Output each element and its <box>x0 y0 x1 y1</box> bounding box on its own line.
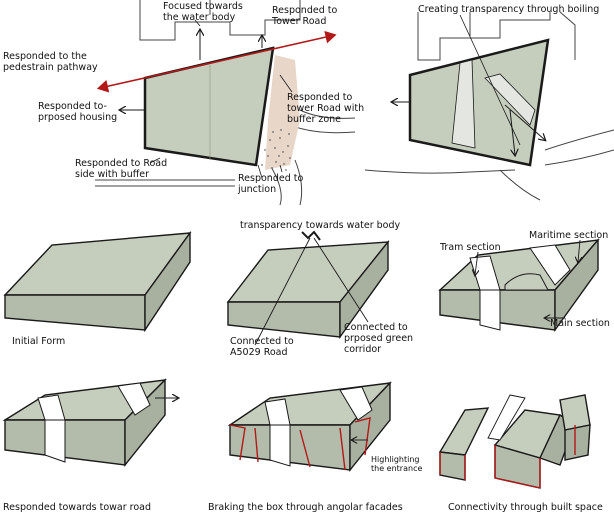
label-line: Focused towards <box>163 1 243 12</box>
site-footprint <box>143 46 275 167</box>
label-line: the entrance <box>371 464 422 473</box>
caption-fifth: Braking the box through angolar facades <box>208 502 403 513</box>
caption-fourth: Responded towards towar road <box>3 502 151 513</box>
void-slot <box>451 59 476 149</box>
label-line: Responded to Road <box>75 158 167 169</box>
label-maritime: Maritime section <box>529 230 608 241</box>
label-transparency: transparency towards water body <box>240 220 401 231</box>
label-line: tower Road with <box>287 103 364 114</box>
label-line: prposed green <box>344 333 413 344</box>
tower-road-axis <box>96 30 337 93</box>
label-line: Tower Road <box>271 16 326 27</box>
connection-edges <box>439 425 576 489</box>
void-diagonal <box>484 73 536 126</box>
label-tram: Tram section <box>439 242 501 253</box>
label-main: Main section <box>550 318 610 329</box>
label-line: prposed housing <box>38 112 117 123</box>
label-line: pedestrain pathway <box>3 62 98 73</box>
label-line: Responded to the <box>3 51 87 62</box>
label-line: junction <box>237 184 276 195</box>
caption-sixth: Connectivity through built space <box>448 502 603 513</box>
label-line: Connected to <box>230 336 294 347</box>
massing-second: transparency towards water body Connecte… <box>226 220 413 358</box>
label-line: side with buffer <box>75 169 149 180</box>
label-line: Connected to <box>344 322 408 333</box>
junction-texture <box>261 129 291 177</box>
site-footprint-2 <box>408 38 550 167</box>
site-plan-2-title: Creating transparency through boiling <box>418 4 599 15</box>
massing-fourth: Responded towards towar road <box>2 378 178 513</box>
label-line: A5029 Road <box>230 347 288 358</box>
massing-third: Tram section Maritime section Main secti… <box>438 230 610 333</box>
massing-initial: Initial Form <box>3 230 192 347</box>
label-line: corridor <box>344 344 381 355</box>
label-line: Responded to <box>287 92 352 103</box>
label-housing: Responded to-prposed housing <box>38 101 117 123</box>
site-plan-2: Creating transparency through boiling <box>364 4 614 201</box>
label-line: Responded to <box>238 173 303 184</box>
label-line: Responded to- <box>38 101 107 112</box>
caption-initial: Initial Form <box>12 336 65 347</box>
label-line: buffer zone <box>287 114 341 125</box>
label-line: Responded to <box>272 5 337 16</box>
label-line: the water body <box>163 12 236 23</box>
angular-facade-edges <box>229 417 371 471</box>
massing-sixth: Connectivity through built space <box>438 394 603 513</box>
label-line: Highlighting <box>371 455 420 464</box>
